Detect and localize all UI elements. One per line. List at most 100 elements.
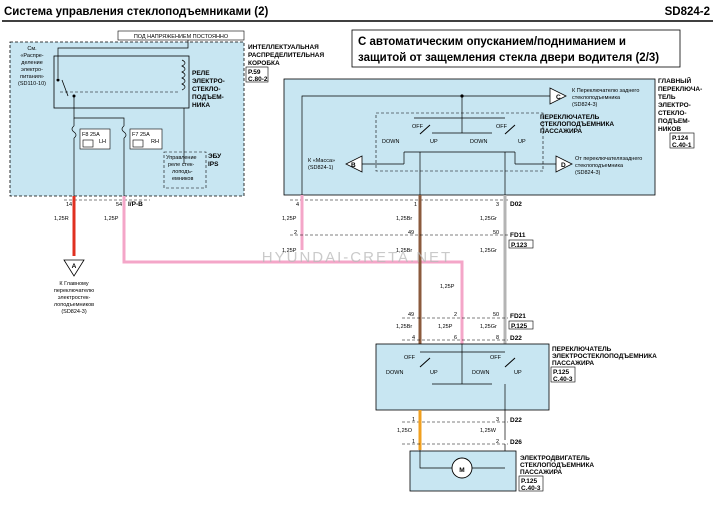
pass-off-right: OFF: [490, 355, 502, 361]
main-inner-title-2: СТЕКЛОПОДЪЕМНИКА: [540, 121, 614, 128]
pass-switch-ref-1: P.125: [553, 369, 570, 376]
main-down-left: DOWN: [382, 139, 399, 145]
main-switch-ref-box: [669, 132, 695, 149]
relay-box: [53, 55, 190, 109]
main-switch-title-6: ПОДЪЕМ-: [658, 118, 690, 125]
main-inner-title-3: ПАССАЖИРА: [540, 128, 582, 135]
pass-switch-ref-box: [550, 366, 576, 383]
fuse-lh-name: F8 25A: [82, 132, 100, 138]
ips-control-3: лоподъ-: [172, 169, 193, 175]
to-main-1: К Главному: [59, 281, 89, 287]
d22-pin-8: 8: [496, 335, 499, 341]
main-bus-top: [301, 95, 550, 195]
motor-symbol-label: M: [459, 467, 464, 474]
main-switch-lever-right: [504, 124, 516, 135]
conn-fd11: FD11: [510, 232, 526, 239]
relay-title-3: СТЕКЛО-: [192, 86, 221, 93]
main-switch-title-3: ТЕЛЬ: [658, 94, 676, 101]
diagram-code: SD824-2: [665, 6, 710, 18]
junction-box-title-1: ИНТЕЛЛЕКТУАЛЬНАЯ: [248, 44, 319, 51]
wire-125r-label: 1,25R: [54, 216, 69, 222]
fd21-wire-3: 1,25Gr: [480, 324, 497, 330]
main-inner-title-1: ПЕРЕКЛЮЧАТЕЛЬ: [540, 114, 600, 121]
see-power-1: См.: [27, 46, 37, 52]
marker-b-text-2: (SD824-1): [308, 165, 334, 171]
power-feed-wire: [57, 40, 189, 78]
fd21-ref: P.125: [511, 323, 528, 330]
fd11-wire-2: 1,25Br: [396, 216, 412, 222]
fuse-feed: [73, 108, 125, 126]
fd11-ref-box: [508, 239, 534, 249]
relay-coil: [181, 59, 186, 91]
main-down-right: DOWN: [470, 139, 487, 145]
fd21-mid-wire: 1,25P: [440, 284, 455, 290]
always-on-label: ПОД НАПРЯЖЕНИЕМ ПОСТОЯННО: [134, 34, 229, 40]
fd21-wire-1: 1,25Br: [396, 324, 412, 330]
pass-up-left: UP: [430, 370, 438, 376]
motor-ref-2: C.40-3: [521, 485, 541, 492]
relay-title-5: НИКА: [192, 102, 210, 109]
ips-control-2: реле стек-: [168, 162, 194, 168]
fuse-lh-sub: LH: [99, 139, 106, 145]
d02-pin-3: 3: [496, 202, 499, 208]
marker-c: [549, 87, 567, 105]
subtitle-line-2: защитой от защемления стекла двери водит…: [358, 52, 659, 64]
fd11-wire-1: 1,25P: [282, 216, 297, 222]
pass-switch-lever-right: [504, 357, 516, 368]
fd11-wire-3: 1,25Gr: [480, 216, 497, 222]
ips-title-1: ЭБУ: [208, 153, 222, 160]
junction-box-ref-1: P.59: [248, 69, 261, 76]
pass-up-right: UP: [514, 370, 522, 376]
main-off-left: OFF: [412, 124, 424, 130]
main-switch-title-1: ГЛАВНЫЙ: [658, 76, 692, 85]
to-main-4: лоподъемников: [54, 302, 94, 308]
marker-d-text-2: стеклоподъемника: [575, 163, 624, 169]
main-switch-title-4: ЭЛЕКТРО-: [658, 102, 691, 109]
see-power-5: питания»: [20, 74, 44, 80]
marker-d-label: D: [561, 162, 566, 169]
wire-pink-ipb: [122, 196, 464, 320]
fuse-rh-sub: RH: [151, 139, 159, 145]
relay-title-1: РЕЛЕ: [192, 70, 210, 77]
ips-title-2: IPS: [208, 161, 219, 168]
subtitle-line-1: С автоматическим опусканием/подниманием …: [358, 36, 626, 48]
fuse-icon: [132, 139, 144, 148]
relay-title-2: ЭЛЕКТРО-: [192, 78, 225, 85]
d02-pin-4: 4: [296, 202, 299, 208]
pass-switch-title-1: ПЕРЕКЛЮЧАТЕЛЬ: [552, 346, 612, 353]
fd21-wire-2: 1,25P: [438, 324, 453, 330]
main-switch-lever-left: [419, 124, 431, 135]
junction-box-title-3: КОРОБКА: [248, 60, 280, 67]
fd11-ref: P.123: [511, 242, 528, 249]
junction-box-ref-box: [245, 66, 269, 83]
d26-pin-1: 1: [412, 439, 415, 445]
junction-box-section: [9, 41, 245, 197]
relay-contact: [61, 79, 69, 97]
fd11-pin-49: 49: [408, 230, 414, 236]
page-title: Система управления стеклоподъемниками (2…: [4, 6, 269, 18]
subtitle-box: [351, 29, 681, 68]
pass-switch-ref-2: C.40-3: [553, 376, 573, 383]
main-switch-title-5: СТЕКЛО-: [658, 110, 687, 117]
main-off-right: OFF: [496, 124, 508, 130]
conn-d22-bottom: D22: [510, 417, 522, 424]
marker-b-label: B: [351, 162, 356, 169]
fd11-pin-50: 50: [493, 230, 499, 236]
d26-pin-2: 2: [496, 439, 499, 445]
conn-d26: D26: [510, 439, 522, 446]
marker-b: [345, 155, 363, 173]
fd21-ref-box: [508, 320, 534, 330]
fuse-rh-element: [121, 125, 127, 139]
marker-c-text-1: К Переключателю заднего: [572, 88, 639, 94]
pin-54: 54: [116, 202, 122, 208]
d22-pin-6: 6: [454, 335, 457, 341]
passenger-switch-section: [375, 343, 550, 411]
fuse-rh-name: F7 25A: [132, 132, 150, 138]
relay-title-4: ПОДЪЕМ-: [192, 94, 224, 101]
fd21-pin-2: 2: [454, 312, 457, 318]
to-main-2: переключателю: [54, 288, 94, 294]
motor-ref-box: [518, 475, 544, 492]
ips-control-1: Управление: [166, 155, 197, 161]
main-switch-title-2: ПЕРЕКЛЮЧА-: [658, 86, 702, 93]
